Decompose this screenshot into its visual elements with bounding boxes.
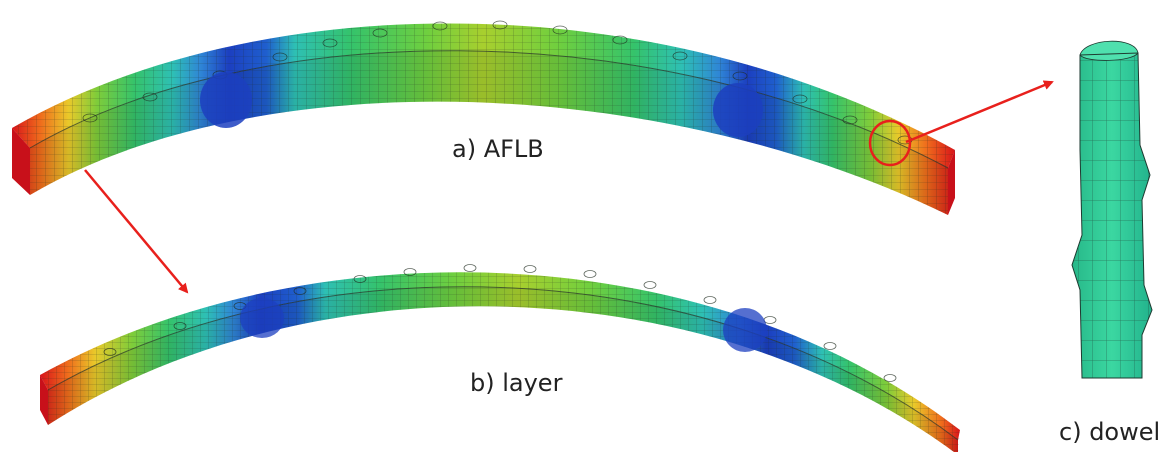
aflb-beam-right-end — [948, 150, 955, 215]
aflb-dowel-highlight-circle — [868, 119, 912, 167]
layer-beam — [40, 264, 960, 452]
caption-dowel: c) dowel — [1059, 418, 1161, 446]
layer-contour-patch-left — [240, 298, 284, 338]
layer-dowel-holes — [103, 264, 897, 382]
aflb-contour-patch-left — [200, 72, 252, 128]
caption-layer: b) layer — [470, 369, 563, 397]
layer-contour-patch-right — [723, 308, 767, 352]
caption-aflb: a) AFLB — [452, 135, 544, 163]
arrow-to-layer — [84, 169, 189, 294]
dowel-top-cap — [1079, 40, 1139, 61]
aflb-dowel-holes — [82, 20, 913, 145]
arrow-to-dowel — [905, 80, 1054, 144]
aflb-beam — [12, 20, 955, 216]
layer-beam-left-end — [40, 375, 48, 425]
dowel-model — [1071, 40, 1153, 379]
aflb-beam-left-end — [12, 128, 30, 195]
aflb-contour-patch-right — [713, 83, 763, 137]
